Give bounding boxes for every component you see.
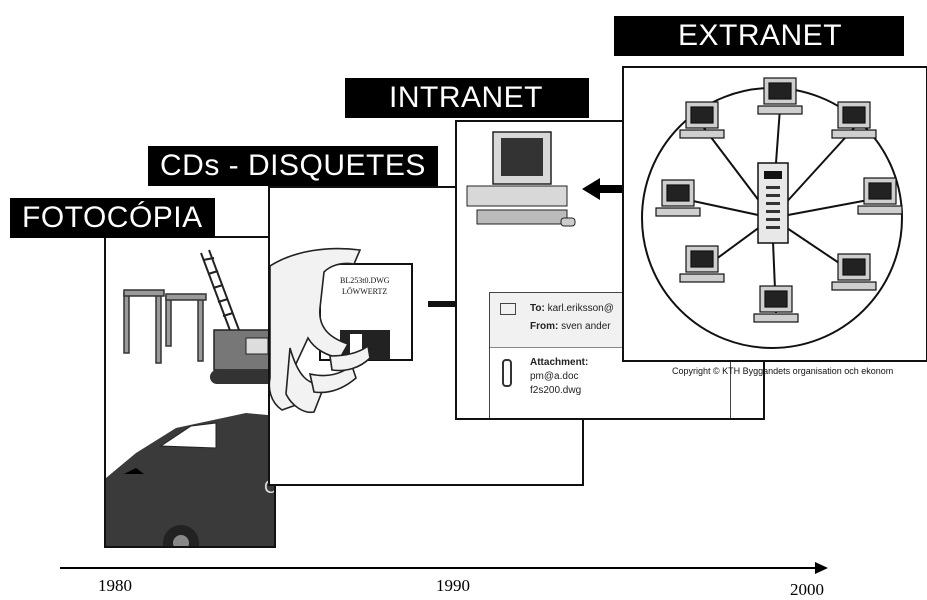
floppy-hand-icon: BL253t0.DWG LÖWWERTZ — [270, 247, 413, 414]
from-value: sven ander — [561, 321, 611, 332]
car-text: Copy — [264, 477, 276, 497]
building-frame-icon — [123, 289, 207, 364]
desktop-computer-icon — [466, 131, 576, 227]
from-label: From: — [530, 321, 559, 332]
attachment-file-2: f2s200.dwg — [530, 385, 582, 396]
copyright-text: Copyright © KTH Byggandets organisation … — [672, 366, 894, 376]
disk-label-line2: LÖWWERTZ — [342, 287, 387, 296]
extranet-card — [622, 66, 927, 362]
fotocopia-card: Copy — [104, 236, 276, 548]
crane-icon — [200, 249, 240, 334]
timeline-axis — [60, 562, 828, 574]
construction-scene-icon: Copy — [106, 249, 276, 546]
workstation-icon — [753, 285, 799, 323]
left-arrow-icon — [582, 178, 632, 200]
car-icon — [106, 413, 274, 546]
attachment-label: Attachment: — [530, 357, 589, 368]
year-1980: 1980 — [98, 576, 132, 595]
to-label: To: — [530, 303, 545, 314]
paperclip-icon — [502, 359, 512, 387]
workstation-icon — [679, 101, 725, 139]
label-cds: CDs - DISQUETES — [148, 146, 438, 186]
workstation-icon — [679, 245, 725, 283]
network-diagram-icon — [641, 77, 903, 349]
workstation-icon — [831, 101, 877, 139]
label-fotocopia: FOTOCÓPIA — [10, 198, 215, 238]
attachment-file-1: pm@a.doc — [530, 371, 579, 382]
year-1990: 1990 — [436, 576, 470, 595]
workstation-icon — [831, 253, 877, 291]
disk-label-line1: BL253t0.DWG — [340, 276, 390, 285]
label-intranet: INTRANET — [345, 78, 589, 118]
workstation-icon — [757, 77, 803, 115]
crane-body-icon — [210, 329, 274, 384]
connector-bar — [428, 301, 458, 307]
mail-envelope-icon — [500, 303, 516, 315]
workstation-icon — [857, 177, 903, 215]
label-extranet: EXTRANET — [614, 16, 905, 56]
server-icon — [757, 162, 789, 244]
workstation-icon — [655, 179, 701, 217]
to-value: karl.eriksson@ — [547, 303, 614, 314]
hand-icon — [270, 247, 371, 414]
workstation-icons — [655, 77, 903, 323]
year-2000: 2000 — [790, 580, 824, 599]
